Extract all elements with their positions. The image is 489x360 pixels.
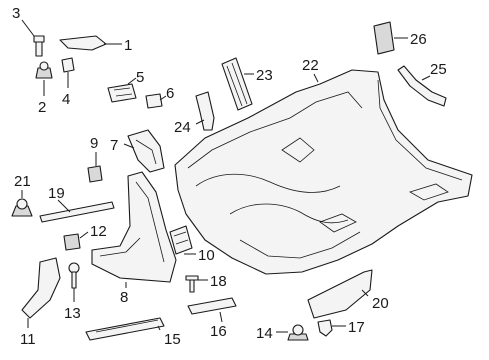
callout-1: 1 bbox=[124, 37, 132, 54]
leader-5 bbox=[127, 77, 137, 85]
part-2-clip bbox=[35, 61, 53, 79]
callout-10: 10 bbox=[198, 247, 215, 264]
leader-20 bbox=[361, 289, 369, 297]
callout-25: 25 bbox=[430, 61, 447, 78]
callout-7: 7 bbox=[110, 137, 118, 154]
part-8-center-pillar bbox=[91, 171, 177, 283]
part-17-clip bbox=[317, 319, 333, 337]
part-14-plug bbox=[287, 324, 309, 341]
part-22-floor-carpet bbox=[174, 69, 473, 275]
callout-15: 15 bbox=[164, 331, 181, 348]
callout-13: 13 bbox=[64, 305, 81, 322]
part-26-cover bbox=[373, 21, 395, 55]
callout-14: 14 bbox=[256, 325, 273, 342]
part-24-bracket bbox=[195, 91, 215, 131]
callout-17: 17 bbox=[348, 319, 365, 336]
callout-9: 9 bbox=[90, 135, 98, 152]
part-15-sill-plate bbox=[85, 317, 165, 341]
callout-16: 16 bbox=[210, 323, 227, 340]
part-9-clip bbox=[87, 165, 103, 183]
part-21-grommet bbox=[11, 198, 33, 217]
leader-24 bbox=[195, 119, 205, 125]
leader-lines bbox=[21, 19, 431, 333]
part-23-step-pad bbox=[221, 57, 253, 111]
callout-12: 12 bbox=[90, 223, 107, 240]
leader-3 bbox=[21, 19, 35, 37]
part-16-scuff-plate bbox=[187, 297, 237, 315]
callout-labels: 1 2 3 4 5 6 7 8 9 10 11 12 13 14 15 16 1… bbox=[12, 5, 447, 348]
part-1-trim bbox=[59, 35, 107, 51]
callout-2: 2 bbox=[38, 99, 46, 116]
callout-6: 6 bbox=[166, 85, 174, 102]
callout-24: 24 bbox=[174, 119, 191, 136]
callout-18: 18 bbox=[210, 273, 227, 290]
part-7-pillar-trim bbox=[127, 129, 165, 173]
part-19-weatherstrip bbox=[39, 201, 115, 223]
leader-6 bbox=[159, 95, 167, 101]
part-20-side-trim bbox=[307, 269, 373, 319]
leader-16 bbox=[219, 311, 223, 323]
callout-5: 5 bbox=[136, 69, 144, 86]
part-5-bracket bbox=[107, 83, 137, 103]
callout-8: 8 bbox=[120, 289, 128, 306]
callout-23: 23 bbox=[256, 67, 273, 84]
callout-11: 11 bbox=[20, 331, 36, 348]
part-6-clip bbox=[145, 93, 163, 109]
part-18-push-pin bbox=[185, 275, 199, 293]
callout-19: 19 bbox=[48, 185, 65, 202]
part-4-clip bbox=[61, 57, 75, 73]
part-11-lower-trim bbox=[21, 257, 61, 319]
callout-22: 22 bbox=[302, 57, 319, 74]
callout-4: 4 bbox=[62, 91, 70, 108]
part-13-screw bbox=[68, 262, 80, 289]
leader-25 bbox=[421, 75, 431, 81]
part-10-cover bbox=[169, 225, 193, 255]
leader-7 bbox=[123, 143, 135, 149]
callout-26: 26 bbox=[410, 31, 427, 48]
callout-3: 3 bbox=[12, 5, 20, 22]
part-12-clip bbox=[63, 233, 81, 251]
callout-20: 20 bbox=[372, 295, 389, 312]
leader-12 bbox=[79, 231, 89, 239]
part-3-bolt bbox=[33, 35, 45, 57]
leader-19 bbox=[57, 199, 71, 213]
leader-22 bbox=[313, 73, 319, 83]
part-25-rear-trim bbox=[397, 65, 447, 107]
leader-15 bbox=[157, 325, 161, 331]
callout-21: 21 bbox=[14, 173, 31, 190]
